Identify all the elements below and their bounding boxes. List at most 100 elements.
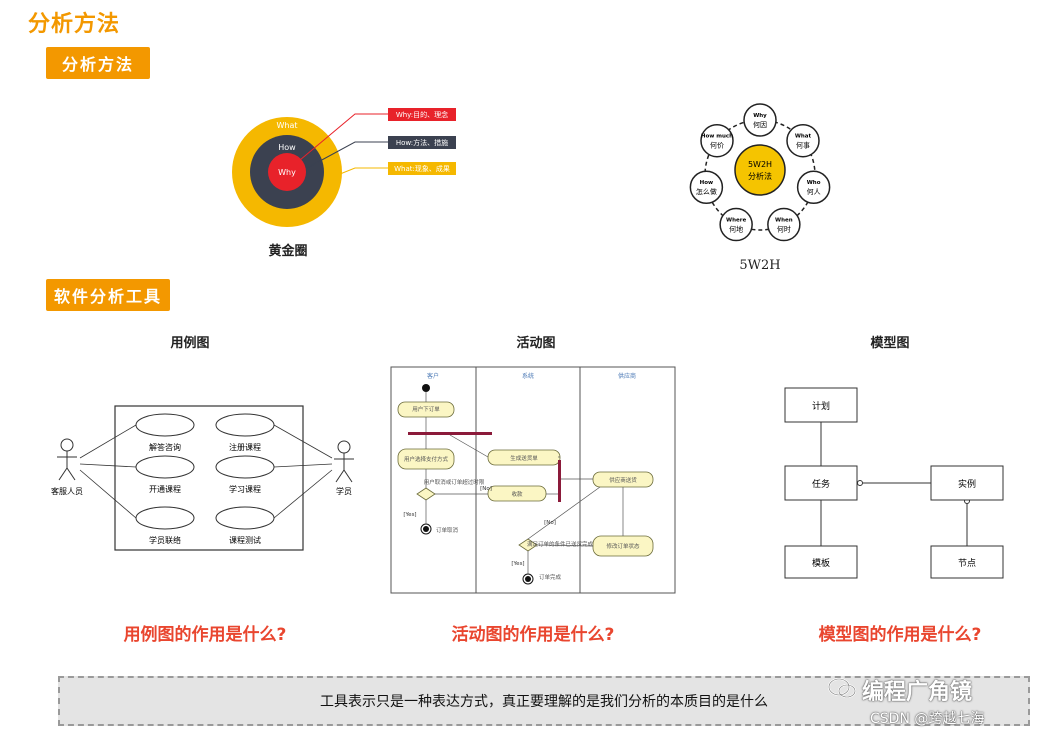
model-label-plan: 计划	[812, 400, 830, 412]
activity-label-collect: 收款	[511, 490, 523, 498]
use-case-6	[215, 506, 275, 530]
label-why: Why:目的、理念	[396, 110, 448, 119]
5w2h-node-cn: 何因	[753, 120, 767, 129]
activity-question: 活动图的作用是什么?	[451, 625, 615, 645]
use-case-1	[135, 413, 195, 437]
5w2h-node	[743, 103, 777, 137]
lane-supplier: 供应商	[618, 372, 636, 380]
use-case-label-2: 注册课程	[229, 442, 261, 452]
use-case-2	[215, 413, 275, 437]
guard-no-1: [No]	[480, 486, 492, 492]
actor-left	[57, 438, 77, 481]
connector-what	[324, 167, 388, 181]
model-box-task	[784, 465, 858, 501]
activity-label-order-cancelled: 订单取消	[436, 526, 459, 534]
5w2h-node	[700, 123, 734, 158]
model-label-task: 任务	[812, 478, 830, 490]
bottom-note: 工具表示只是一种表达方式，真正要理解的是我们分析的本质目的是什么	[58, 676, 1030, 726]
5w2h-center-bottom: 分析法	[748, 171, 772, 181]
fork-bar-2	[558, 460, 561, 502]
5w2h-node-en: Where	[726, 218, 746, 224]
guard-yes-2: [Yes]	[511, 561, 524, 567]
model-box-instance	[930, 465, 1004, 501]
model-question: 模型图的作用是什么?	[818, 625, 982, 645]
guard-no-2: [No]	[544, 520, 556, 526]
use-case-4	[215, 455, 275, 479]
5w2h-node-en: Who	[807, 180, 821, 186]
model-diagram: 计划 任务 实例 模板 节点	[784, 387, 1004, 579]
5w2h-node	[786, 123, 820, 158]
watermark-csdn: CSDN @跨越七海	[870, 711, 985, 727]
connector-how	[306, 141, 388, 169]
5w2h-node-en: How much	[701, 134, 733, 140]
5w2h-node	[719, 207, 753, 242]
use-case-label-5: 学员联络	[149, 535, 181, 545]
5w2h-node-en: How	[700, 180, 713, 186]
5w2h-center	[734, 144, 786, 196]
label-how: How:方法、措施	[396, 138, 448, 147]
use-case-3	[135, 455, 195, 479]
activity-label-update-status: 修改订单状态	[606, 542, 640, 550]
section-tag-software-tools: 软件分析工具	[46, 279, 170, 311]
lane-system: 系统	[522, 372, 534, 380]
golden-circle-inner-label: Why	[278, 168, 296, 177]
5w2h-node-en: What	[795, 134, 812, 140]
use-case-label-6: 课程测试	[229, 535, 261, 545]
5w2h-caption: 5W2H	[739, 258, 781, 273]
fork-bar-1	[408, 432, 492, 435]
use-case-label-3: 开通课程	[149, 484, 181, 494]
activity-label-order-complete: 订单完成	[539, 573, 562, 581]
activity-label-cancel-cond: 用户取消或订单超过时限	[424, 478, 485, 486]
golden-circle-caption: 黄金圈	[268, 244, 308, 259]
activity-label-order: 用户下订单	[412, 405, 440, 413]
5w2h-node-cn: 何地	[729, 225, 743, 234]
use-case-diagram: 解答咨询 注册课程 开通课程 学习课程 学员联络 课程测试 客服人员 学员	[51, 405, 354, 551]
label-box-how	[388, 136, 456, 149]
golden-circle-outer-label: What	[276, 121, 297, 130]
activity-diagram: 客户 系统 供应商 用户下订单 用户选择支付方式 用户取消或订单超过时限 生成送…	[390, 366, 676, 594]
activity-node-delivery-note	[487, 449, 561, 466]
actor-right-label: 学员	[336, 486, 352, 496]
activity-label-payment: 用户选择支付方式	[404, 455, 449, 463]
activity-label-complete-cond: 满足订单的条件已送货完成	[527, 540, 594, 548]
system-boundary	[114, 405, 304, 551]
5w2h-center-top: 5W2H	[748, 160, 772, 169]
model-label-instance: 实例	[958, 478, 976, 490]
model-box-node	[930, 545, 1004, 579]
5w2h-node	[796, 170, 831, 204]
5w2h-node-en: Why	[753, 113, 767, 119]
activity-node-collect	[487, 485, 547, 502]
connector-why	[299, 113, 388, 161]
label-what: What:现象、成果	[394, 164, 450, 173]
5w2h-node-en: When	[775, 218, 793, 224]
golden-circle-diagram: What How Why Why:目的、理念 How:方法、措施 What:现象…	[232, 108, 456, 227]
use-case-label-1: 解答咨询	[149, 442, 181, 452]
wechat-icon	[828, 676, 856, 700]
5w2h-node-cn: 何事	[796, 141, 810, 150]
label-box-what	[388, 162, 456, 175]
5w2h-node	[767, 207, 801, 242]
aggregation-mark-1	[857, 480, 863, 486]
model-label-node: 节点	[958, 558, 976, 569]
activity-caption: 活动图	[516, 336, 556, 351]
section-tag-analysis-methods: 分析方法	[46, 47, 150, 79]
5w2h-node	[689, 170, 724, 204]
page-title: 分析方法	[28, 12, 121, 37]
5w2h-node-cn: 何时	[777, 225, 791, 234]
use-case-associations	[79, 424, 333, 519]
5w2h-node-cn: 怎么做	[696, 187, 717, 196]
use-case-question: 用例图的作用是什么?	[123, 625, 287, 645]
golden-circle-inner	[268, 153, 306, 191]
watermark-brand: 编程广角镜	[862, 680, 973, 705]
lane-customer: 客户	[427, 372, 439, 380]
5w2h-node-cn: 何人	[807, 187, 821, 196]
guard-yes-1: [Yes]	[403, 512, 416, 518]
actor-right	[334, 440, 354, 483]
model-caption: 模型图	[870, 336, 910, 351]
use-case-label-4: 学习课程	[229, 484, 261, 494]
5w2h-node-cn: 何价	[710, 141, 724, 150]
golden-circle-middle-label: How	[278, 143, 296, 152]
model-box-plan	[784, 387, 858, 423]
bottom-note-text: 工具表示只是一种表达方式，真正要理解的是我们分析的本质目的是什么	[320, 694, 768, 710]
